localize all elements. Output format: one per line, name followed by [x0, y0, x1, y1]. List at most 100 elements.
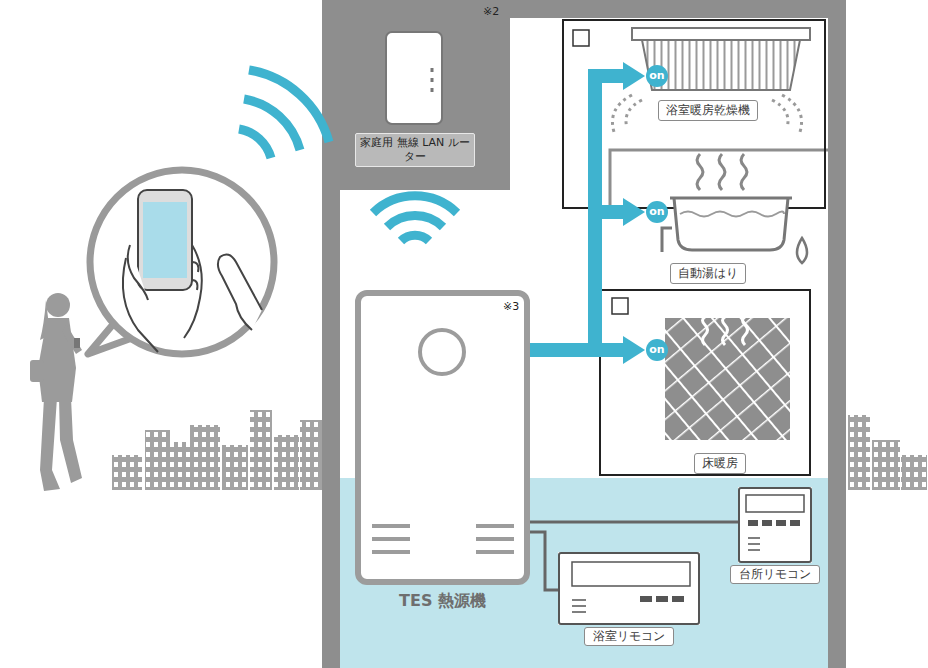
city-left [250, 410, 272, 490]
phone-callout [192, 262, 198, 290]
city-right [901, 455, 927, 490]
kitchen-remote-body [748, 520, 758, 526]
city-right [872, 440, 900, 490]
heat-source-body [372, 537, 410, 541]
city-left [190, 425, 220, 490]
house [322, 0, 846, 668]
bath-remote-body [558, 552, 700, 625]
heat-source-body [372, 526, 514, 552]
bathroom-dryer-icon [612, 95, 632, 132]
router-label: 家庭用 無線 LAN ルーター [355, 133, 475, 167]
bath-remote-body [572, 562, 690, 586]
city-left [112, 455, 142, 490]
bathtub-icon [670, 197, 792, 200]
woman-figure [30, 360, 44, 382]
woman-figure [46, 293, 70, 317]
on-indicator: on [646, 339, 668, 361]
bathroom-dryer-icon [782, 95, 802, 132]
woman-figure [40, 398, 60, 491]
bathtub-icon [674, 198, 788, 250]
bath-remote-body [656, 596, 668, 602]
checkbox [612, 298, 628, 314]
house [610, 150, 828, 208]
bathtub-icon [741, 154, 747, 190]
bath-remote-body [572, 599, 586, 601]
woman-figure [59, 398, 82, 483]
city-left [300, 420, 322, 490]
router-icon [431, 88, 434, 92]
appliance-label: 浴室暖房乾燥機 [658, 100, 758, 121]
city-left [222, 445, 248, 490]
bath-remote-body [672, 596, 684, 602]
remote-wire [530, 532, 558, 590]
checkbox [573, 30, 589, 46]
kitchen-remote-body [790, 520, 800, 526]
city-right [872, 440, 900, 490]
bath-remote-body [640, 596, 652, 602]
heat-source-body [358, 293, 527, 582]
bath-remote-body [640, 596, 684, 602]
footnote-mark: ※2 [483, 5, 499, 18]
node-text: TES 熱源機 [399, 591, 486, 612]
router-icon [431, 68, 434, 72]
hot-water-pipe [530, 212, 623, 350]
city-left [274, 435, 299, 490]
city-left [274, 435, 299, 490]
heat-source-body [476, 537, 514, 541]
city-left [112, 410, 322, 490]
floor-heating-icon [723, 317, 728, 345]
bathtub-icon [662, 154, 807, 263]
woman-figure [62, 324, 82, 354]
wifi-signal [244, 99, 300, 150]
bath-remote-body [572, 611, 586, 613]
city-right [848, 415, 927, 490]
remote-wire [530, 521, 738, 524]
city-left [112, 410, 322, 490]
phone-callout [128, 245, 148, 300]
on-indicator: on [646, 65, 668, 87]
wifi-signal [373, 196, 457, 213]
router-icon [386, 32, 442, 124]
phone-callout [184, 245, 202, 338]
city-left [112, 410, 322, 490]
bathroom-dryer-icon [642, 40, 800, 90]
kitchen-remote-body [748, 543, 760, 545]
city-right [848, 415, 870, 490]
phone-callout [143, 202, 187, 278]
kitchen-remote-body [748, 520, 800, 526]
city-right [848, 415, 870, 490]
phone-callout [90, 170, 274, 354]
city-left [190, 425, 220, 490]
node-text: 浴室リモコン [584, 627, 674, 646]
city-right [848, 415, 927, 490]
floor-heating-icon [665, 317, 790, 440]
floor-heating-icon [743, 317, 748, 345]
bath-remote-body [558, 552, 700, 625]
wifi-signal [239, 129, 271, 158]
phone-callout [138, 190, 192, 290]
on-indicator: on [646, 201, 668, 223]
wifi-signal [401, 235, 429, 241]
node-text: 浴室暖房乾燥機 [666, 103, 750, 118]
woman-figure [74, 338, 80, 348]
kitchen-remote-body [746, 495, 804, 512]
city-left [170, 442, 190, 490]
heat-source-body [476, 524, 514, 528]
floor-heating-icon [703, 317, 748, 345]
city-left [222, 445, 248, 490]
bathroom-dryer-icon [612, 28, 810, 132]
bathtub-icon [697, 154, 703, 190]
bathroom-dryer-icon [772, 100, 788, 128]
city-left [112, 455, 142, 490]
floor-heating-icon [665, 318, 790, 440]
bathroom-dryer-icon [632, 28, 810, 40]
house [340, 18, 510, 190]
kitchen-remote-body [748, 538, 760, 550]
city-right [901, 455, 927, 490]
woman-figure [30, 293, 82, 491]
city-left [145, 430, 170, 490]
bathtub-icon [662, 228, 672, 252]
heat-source-body [358, 293, 527, 582]
bathroom-dryer-icon [626, 100, 642, 128]
